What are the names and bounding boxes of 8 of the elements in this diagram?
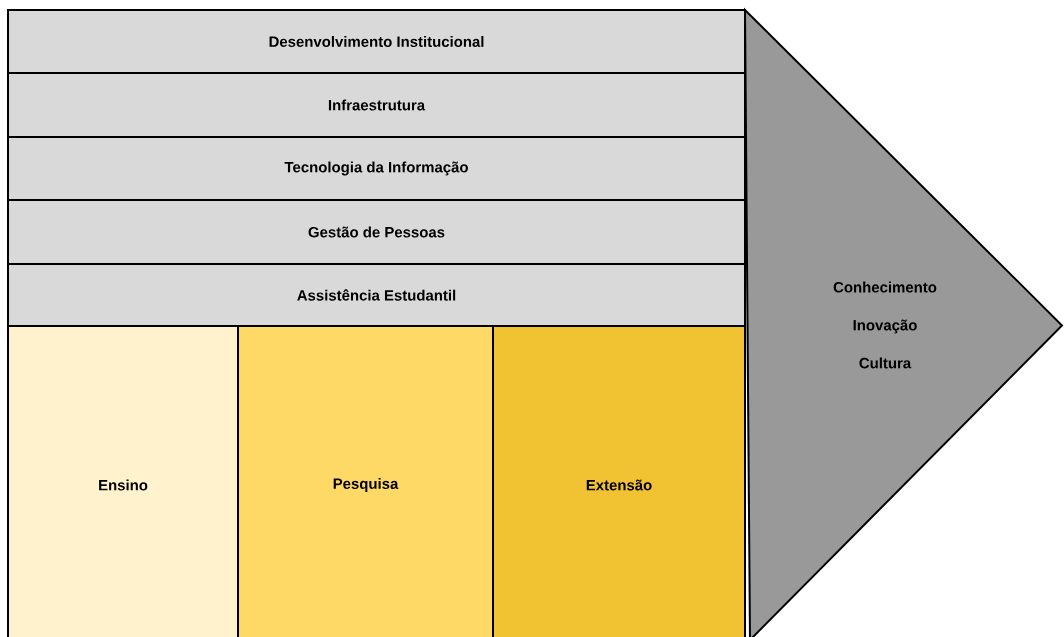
band-box: Assistência Estudantil xyxy=(7,263,746,327)
column-box: Pesquisa xyxy=(237,325,494,637)
column-box: Ensino xyxy=(7,325,239,637)
band-box: Infraestrutura xyxy=(7,72,746,138)
column-box: Extensão xyxy=(492,325,746,637)
band-box: Desenvolvimento Institucional xyxy=(7,9,746,74)
band-box: Gestão de Pessoas xyxy=(7,199,746,265)
band-box: Tecnologia da Informação xyxy=(7,136,746,201)
